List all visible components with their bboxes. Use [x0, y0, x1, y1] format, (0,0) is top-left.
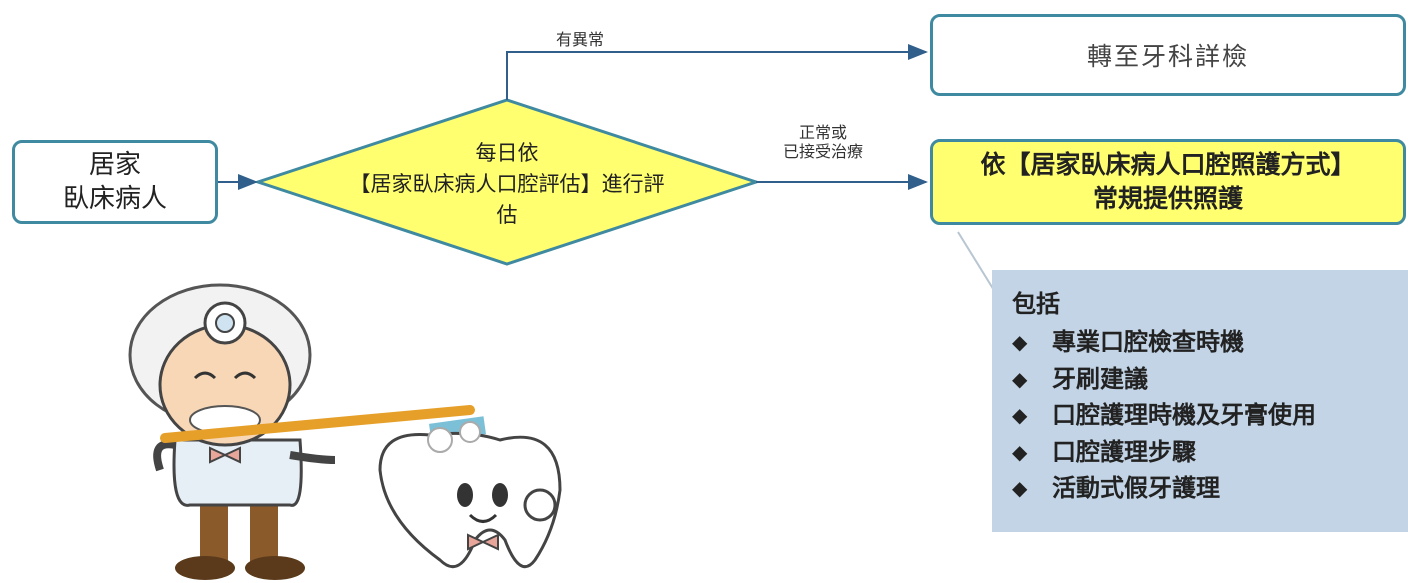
info-item: ◆ 專業口腔檢查時機 [1012, 324, 1408, 361]
diamond-bullet-icon: ◆ [1012, 330, 1028, 354]
normal-label-line-2: 已接受治療 [782, 142, 863, 161]
routine-care-node: 依【居家臥床病人口腔照護方式】 常規提供照護 [930, 139, 1406, 225]
decision-line-3: 估 [496, 202, 518, 227]
diamond-bullet-icon: ◆ [1012, 439, 1028, 464]
info-item-label: 專業口腔檢查時機 [1052, 328, 1244, 356]
info-panel: 包括 ◆ 專業口腔檢查時機 ◆ 牙刷建議 ◆ 口腔護理時機及牙膏使用 ◆ 口腔護… [992, 270, 1408, 532]
start-line-1: 居家 [88, 150, 141, 180]
info-title: 包括 [1012, 290, 1060, 318]
normal-label: 正常或 已接受治療 [768, 123, 878, 161]
routine-line-2: 常規提供照護 [1092, 184, 1243, 213]
routine-line-1: 依【居家臥床病人口腔照護方式】 [980, 150, 1356, 179]
info-item: ◆ 口腔護理步驟 [1012, 434, 1408, 471]
decision-diamond [253, 98, 761, 266]
info-item: ◆ 口腔護理時機及牙膏使用 [1012, 397, 1408, 434]
start-node: 居家 臥床病人 [12, 140, 218, 224]
diamond-bullet-icon: ◆ [1012, 403, 1028, 427]
dentist-character [128, 283, 336, 580]
info-item-label: 口腔護理步驟 [1052, 437, 1196, 466]
abnormal-label: 有異常 [556, 30, 605, 49]
info-item-label: 活動式假牙護理 [1052, 474, 1220, 502]
arrow-decision-to-referral [506, 44, 928, 100]
start-line-2: 臥床病人 [62, 184, 167, 214]
decision-text: 每日依 【居家臥床病人口腔評估】進行評 估 [290, 132, 724, 236]
info-item-label: 牙刷建議 [1052, 364, 1148, 393]
decision-line-2: 【居家臥床病人口腔評估】進行評 [349, 171, 665, 196]
decision-line-1: 每日依 [475, 140, 539, 165]
info-item: ◆ 牙刷建議 [1012, 361, 1408, 398]
info-item-label: 口腔護理時機及牙膏使用 [1052, 401, 1316, 429]
referral-node: 轉至牙科詳檢 [930, 14, 1406, 96]
normal-label-line-1: 正常或 [798, 123, 847, 142]
diamond-bullet-icon: ◆ [1012, 476, 1028, 500]
info-item: ◆ 活動式假牙護理 [1012, 470, 1408, 507]
diamond-bullet-icon: ◆ [1012, 366, 1028, 391]
referral-text: 轉至牙科詳檢 [1086, 42, 1249, 71]
tooth-character [378, 421, 562, 569]
